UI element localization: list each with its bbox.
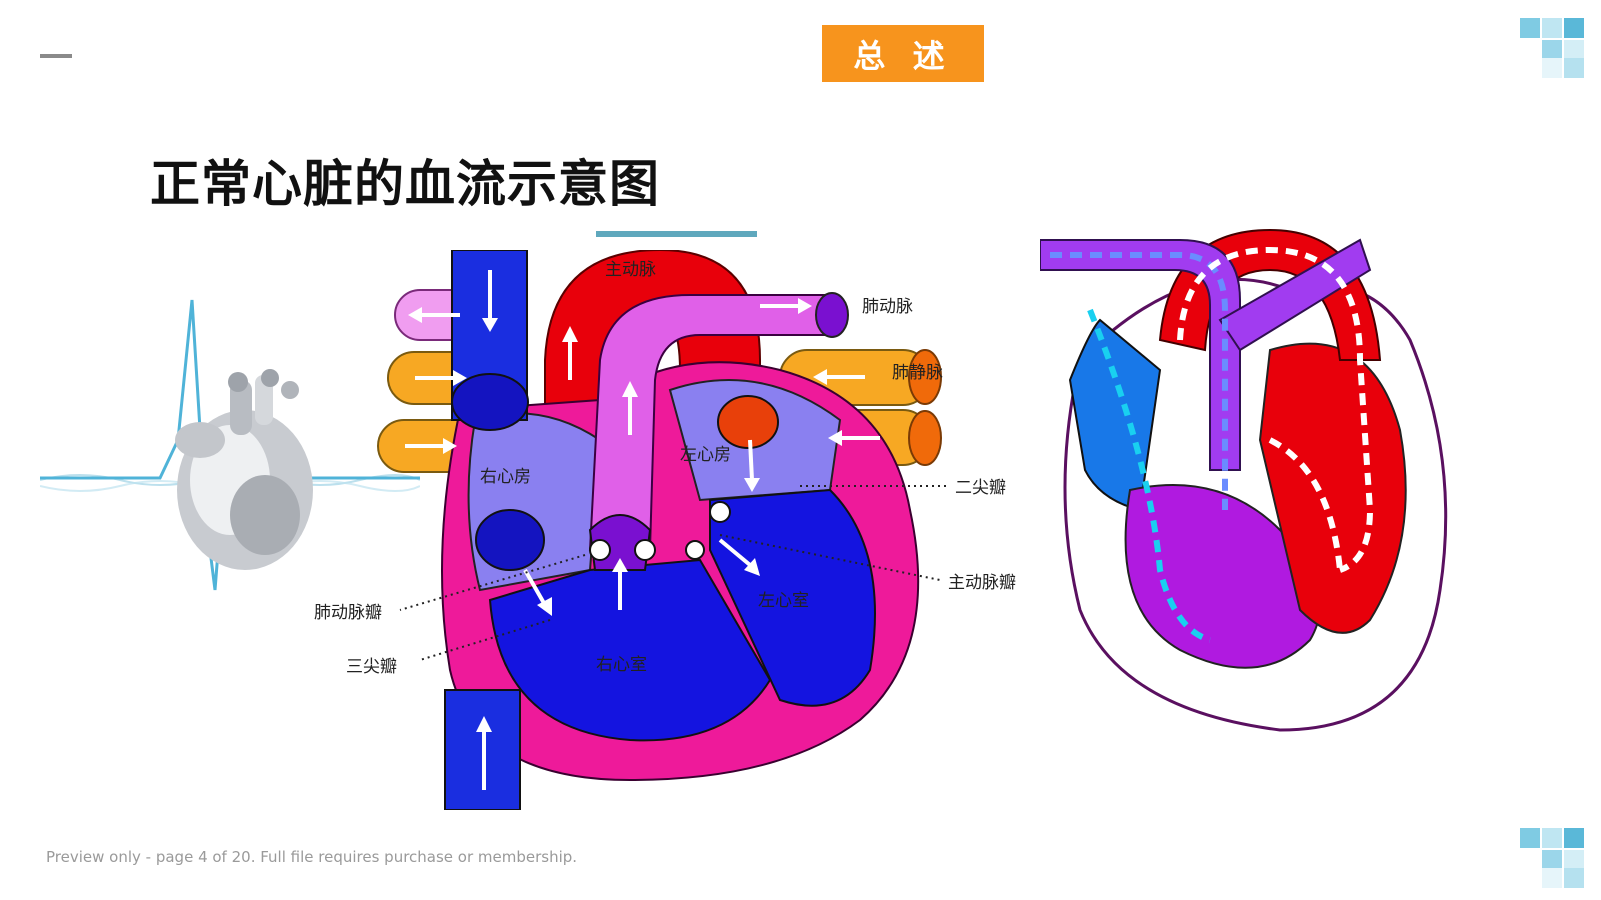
pulmonary-artery <box>588 294 826 551</box>
heart-ecg-illustration <box>40 299 420 591</box>
right-ventricle <box>488 558 772 742</box>
preview-footer: Preview only - page 4 of 20. Full file r… <box>46 848 578 866</box>
label-tricuspid-valve: 三尖瓣 <box>346 657 397 677</box>
label-pulmonary-vein: 肺静脉 <box>892 363 943 383</box>
label-pulmonary-valve: 肺动脉瓣 <box>314 603 382 623</box>
left-ventricle <box>709 488 876 707</box>
label-right-ventricle: 右心室 <box>596 655 647 675</box>
page-title: 正常心脏的血流示意图 <box>150 155 660 213</box>
label-left-ventricle: 左心室 <box>758 591 809 611</box>
label-mitral-valve: 二尖瓣 <box>955 478 1006 498</box>
section-badge: 总 述 <box>822 25 984 82</box>
heart-circulation-schematic <box>1040 228 1448 732</box>
heart-blood-flow-diagram: 主动脉 肺动脉 肺静脉 左心房 右心房 二尖瓣 主动脉瓣 肺动脉瓣 三尖瓣 左心… <box>314 250 1016 810</box>
corner-dash <box>40 54 72 58</box>
top-right-decoration <box>1520 18 1590 78</box>
title-underline <box>596 231 757 237</box>
label-pulmonary-artery: 肺动脉 <box>862 297 913 317</box>
label-right-atrium: 右心房 <box>480 467 531 487</box>
bottom-right-decoration <box>1520 828 1590 888</box>
label-aortic-valve: 主动脉瓣 <box>948 573 1016 593</box>
label-left-atrium: 左心房 <box>680 445 731 465</box>
label-aorta: 主动脉 <box>605 260 656 280</box>
